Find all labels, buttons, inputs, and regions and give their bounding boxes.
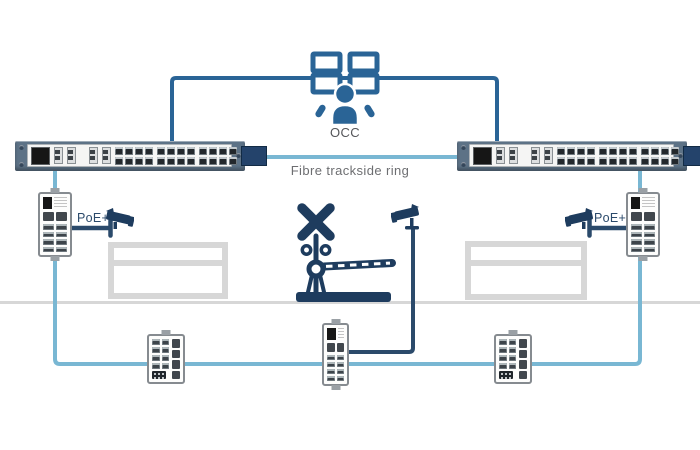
- port-grid: [557, 146, 595, 165]
- sfp-slot: [56, 212, 67, 221]
- sfp-slot: [644, 212, 655, 221]
- sfp-slot: [336, 343, 344, 352]
- port-grid: [152, 339, 169, 369]
- camera-middle-icon: [391, 204, 419, 230]
- screw-icon: [19, 162, 24, 167]
- port-grid: [199, 146, 237, 165]
- screw-icon: [461, 145, 466, 150]
- sfp-slot: [327, 343, 335, 352]
- poe-label-right: PoE+: [594, 211, 627, 225]
- terminal-block: [499, 371, 513, 379]
- terminal-block: [152, 371, 166, 379]
- switch-faceplate: [469, 144, 700, 167]
- barrier-arm: [320, 259, 396, 271]
- camera-pole-line: [340, 226, 415, 354]
- operator-icon: [312, 82, 378, 127]
- port-grid: [599, 146, 637, 165]
- sfp-column: [172, 339, 180, 379]
- screw-icon: [236, 153, 241, 158]
- poe-switch-right: [626, 192, 660, 257]
- port-grid: [157, 146, 195, 165]
- port-grid: [499, 339, 516, 369]
- port-grid: [327, 355, 344, 381]
- sfp-slot: [54, 147, 63, 164]
- sfp-slot: [102, 147, 111, 164]
- uplink-module: [683, 145, 700, 166]
- rack-switch-left: [15, 141, 267, 171]
- poe-switch-left: [38, 192, 72, 257]
- field-switch-left: [147, 334, 185, 384]
- console-port: [473, 146, 492, 165]
- field-switch-middle: [322, 323, 349, 386]
- monitor-wall-icon: [310, 51, 380, 95]
- led-marks: [338, 328, 344, 340]
- port-grid: [631, 224, 655, 252]
- label-tag: [43, 197, 52, 209]
- switch-faceplate: [27, 144, 267, 167]
- sfp-slot: [531, 147, 540, 164]
- sfp-slot: [631, 212, 642, 221]
- level-crossing-icon: [296, 203, 396, 302]
- screw-icon: [678, 153, 683, 158]
- sfp-slot: [89, 147, 98, 164]
- sfp-slot: [67, 147, 76, 164]
- crossing-base: [296, 292, 391, 302]
- led-marks: [54, 197, 67, 209]
- sfp-slot: [43, 212, 54, 221]
- label-tag: [631, 197, 640, 209]
- occ-workstation-icon: [310, 51, 380, 127]
- sfp-slot: [544, 147, 553, 164]
- platform-left: [108, 242, 228, 299]
- barrier-pivot: [306, 259, 326, 279]
- port-grid: [115, 146, 153, 165]
- port-grid: [641, 146, 679, 165]
- rack-switch-right: [457, 141, 700, 171]
- label-tag: [327, 328, 336, 340]
- poe-label-left: PoE+: [77, 211, 110, 225]
- camera-right-icon: [565, 208, 593, 229]
- sfp-column: [519, 339, 527, 379]
- fibre-ring-label: Fibre trackside ring: [290, 163, 410, 178]
- platform-right: [465, 241, 587, 300]
- uplink-module: [241, 145, 267, 166]
- camera-left-icon: [106, 208, 134, 229]
- screw-icon: [461, 162, 466, 167]
- console-port: [31, 146, 50, 165]
- sfp-slot: [496, 147, 505, 164]
- led-marks: [642, 197, 655, 209]
- port-grid: [43, 224, 67, 252]
- occ-label: OCC: [329, 125, 361, 140]
- screw-icon: [19, 145, 24, 150]
- field-switch-right: [494, 334, 532, 384]
- sfp-slot: [509, 147, 518, 164]
